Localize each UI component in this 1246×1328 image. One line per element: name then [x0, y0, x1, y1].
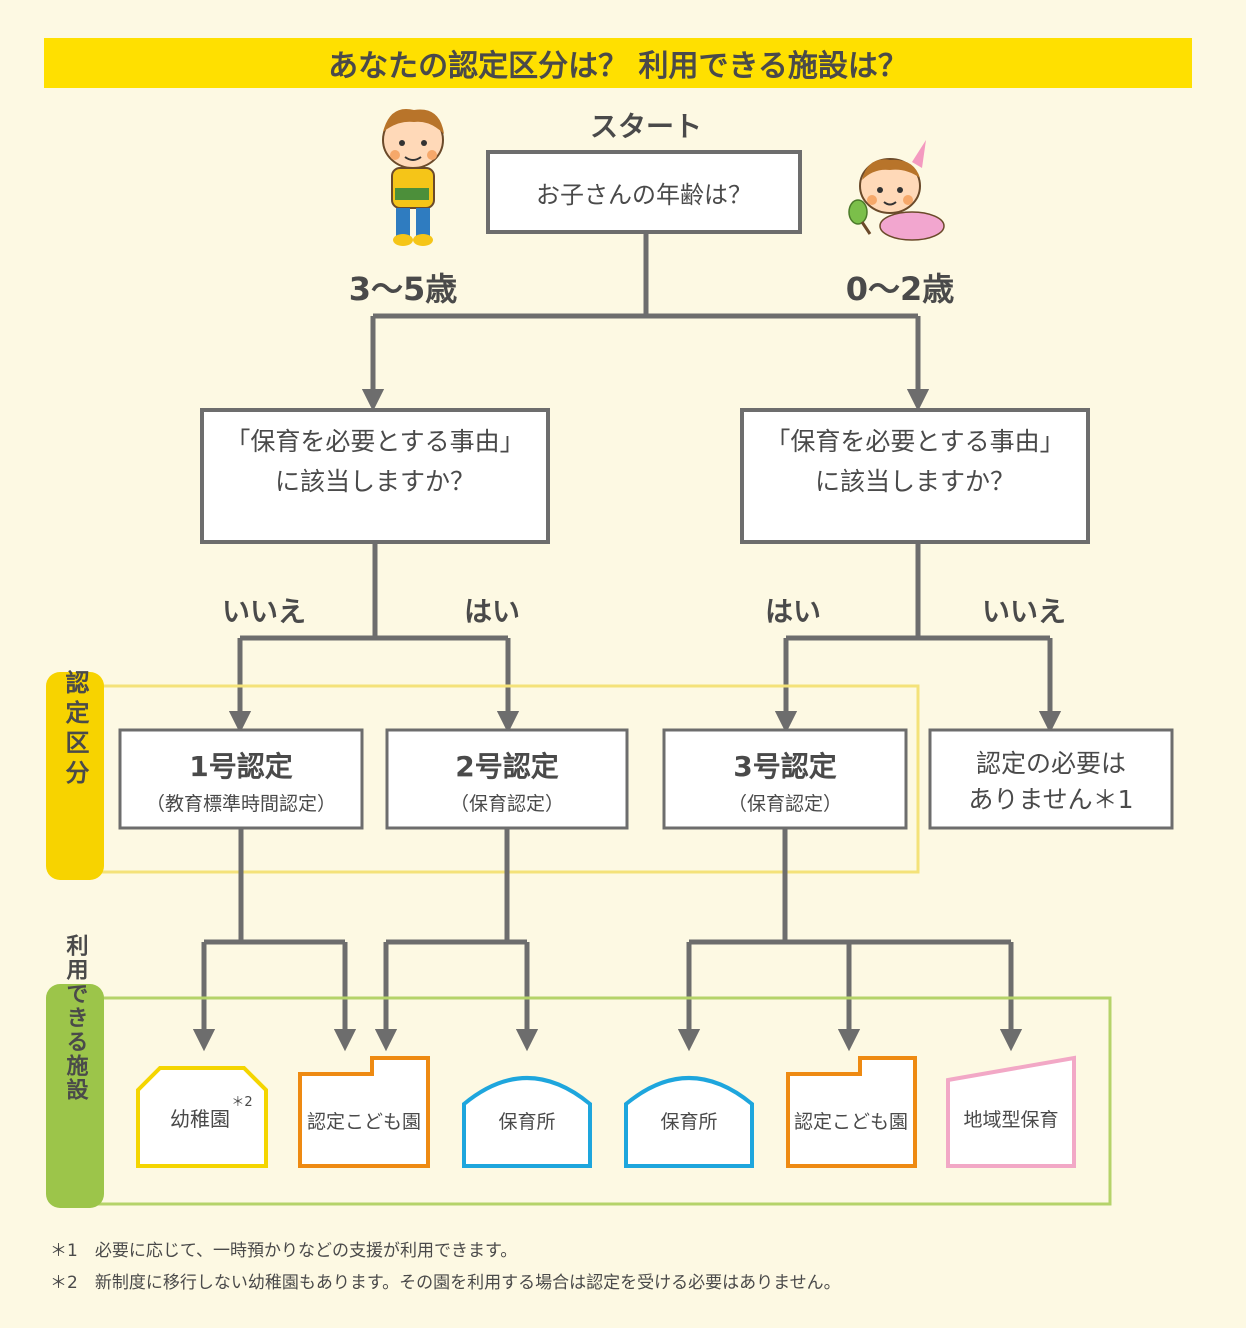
- cert-none-line1: 認定の必要は: [976, 749, 1126, 778]
- footnote-1: ＊1 必要に応じて、一時預かりなどの支援が利用できます。: [50, 1241, 517, 1261]
- age-question-box: [486, 150, 802, 234]
- cert2-sub: （保育認定）: [450, 793, 564, 815]
- reason-question-right-line2: に該当しますか？: [815, 467, 1015, 496]
- reason-question-left-line1: 「保育を必要とする事由」: [225, 427, 524, 456]
- facility-group-tab: [46, 984, 104, 1208]
- answer-yes-left: はい: [464, 595, 520, 628]
- cert3-box: [662, 728, 908, 830]
- page-title: あなたの認定区分は？ 利用できる施設は？: [328, 49, 908, 84]
- cert2-box: [385, 728, 629, 830]
- answer-no-left: いいえ: [222, 595, 306, 628]
- facility-kindergarten: 幼稚園 ＊2: [136, 1066, 268, 1168]
- facility-group-label: 利用できる施設: [63, 934, 89, 1102]
- facility-hoikusho-right-label: 保育所: [660, 1111, 717, 1133]
- cert-group-tab: [46, 672, 104, 880]
- connector-facility-split: [192, 828, 1023, 1052]
- facility-chiiki-label: 地域型保育: [963, 1109, 1058, 1131]
- start-label: スタート: [590, 110, 702, 143]
- facility-kodomoen-left-label: 認定こども園: [307, 1111, 421, 1133]
- footnote-2: ＊2 新制度に移行しない幼稚園もあります。その園を利用する場合は認定を受ける必要…: [50, 1273, 841, 1293]
- facility-hoikusho-right: 保育所: [624, 1076, 754, 1168]
- facility-kindergarten-label: 幼稚園: [170, 1107, 230, 1131]
- answer-yes-right: はい: [765, 595, 821, 628]
- connector-age-split: [361, 232, 930, 412]
- facility-kodomoen-right: 認定こども園: [786, 1056, 917, 1168]
- reason-question-right-line1: 「保育を必要とする事由」: [765, 427, 1064, 456]
- answer-no-right: いいえ: [982, 595, 1066, 628]
- title-band: [44, 38, 1192, 88]
- connector-reason-split: [228, 542, 1062, 734]
- cert1-title: 1号認定: [189, 750, 292, 783]
- boy-illustration-icon: [382, 108, 444, 246]
- reason-question-box-right: [740, 408, 1090, 544]
- facility-chiiki: 地域型保育: [946, 1055, 1076, 1168]
- age-question-text: お子さんの年齢は？: [536, 181, 752, 209]
- age-3-5-label: 3〜5歳: [349, 270, 458, 308]
- cert-none-box: [928, 728, 1174, 830]
- baby-illustration-icon: [848, 140, 945, 241]
- facility-kindergarten-note: ＊2: [231, 1095, 252, 1110]
- cert1-sub: （教育標準時間認定）: [146, 793, 336, 815]
- cert-none-line2: ありません＊1: [968, 785, 1133, 814]
- reason-question-left-line2: に該当しますか？: [275, 467, 475, 496]
- cert3-sub: （保育認定）: [728, 793, 842, 815]
- facility-kodomoen-right-label: 認定こども園: [794, 1111, 908, 1133]
- facility-kodomoen-left: 認定こども園: [298, 1056, 430, 1168]
- facility-hoikusho-left-label: 保育所: [498, 1111, 555, 1133]
- cert1-box: [118, 728, 364, 830]
- cert2-title: 2号認定: [455, 750, 558, 783]
- cert3-title: 3号認定: [733, 750, 836, 783]
- age-0-2-label: 0〜2歳: [846, 270, 955, 308]
- facility-hoikusho-left: 保育所: [462, 1076, 592, 1168]
- cert-group-label: 認定区分: [61, 669, 89, 790]
